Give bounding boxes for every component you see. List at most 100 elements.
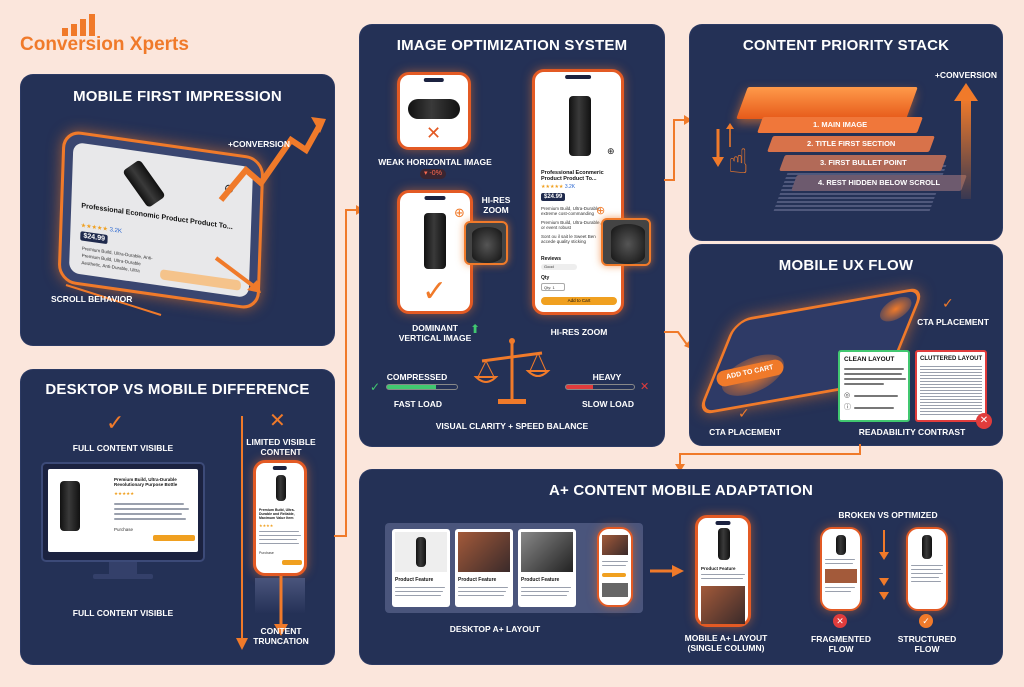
price-tag: $24.99 [80, 231, 109, 245]
detail-phone: ⊕ Professional Econmeric Product Product… [532, 69, 624, 315]
check-icon: ✓ [370, 380, 381, 394]
scroll-arrows [712, 123, 734, 167]
conversion-up-arrow [954, 83, 978, 199]
buy-button[interactable] [153, 535, 195, 541]
compressed-bar [386, 384, 458, 390]
scroll-line [65, 284, 162, 316]
cta-bottom-label: CTA PLACEMENT [709, 427, 781, 437]
brand-logo: Conversion Xperts [20, 14, 200, 60]
hires-zoom-side: HI-RES ZOOM [481, 195, 511, 215]
settings-icon: ◎ [844, 391, 851, 399]
hires-zoom-bottom: HI-RES ZOOM [550, 327, 608, 337]
panel-priority-stack: CONTENT PRIORITY STACK 1. MAIN IMAGE 2. … [690, 25, 1002, 240]
cta-right-label: CTA PLACEMENT [917, 317, 989, 327]
scroll-label: SCROLL BEHAVIOR [51, 294, 133, 304]
heavy-bar [565, 384, 635, 390]
weak-pct-badge: ▾ -0% [420, 169, 446, 179]
connector-bottom [675, 444, 861, 472]
priority-layer [736, 87, 918, 119]
clean-title: CLEAN LAYOUT [844, 356, 895, 363]
heavy-label: HEAVY [592, 372, 622, 382]
product-image [276, 475, 286, 501]
slow-label: SLOW LOAD [582, 399, 634, 409]
weak-image-phone: ✕ [397, 72, 471, 150]
monitor-stand [109, 562, 137, 574]
feature-card: Product Feature [455, 529, 513, 607]
brand-name: Conversion Xperts [20, 34, 189, 55]
priority-layer-4: 4. REST HIDDEN BELOW SCROLL [791, 175, 967, 191]
desktop-monitor: Premium Build, Ultra-Durable Revolutiona… [41, 462, 205, 562]
dominant-label: DOMINANT VERTICAL IMAGE [398, 323, 472, 343]
panel-title: MOBILE FIRST IMPRESSION [73, 88, 282, 105]
horizontal-product-image [408, 99, 460, 119]
cross-icon: ✕ [426, 123, 442, 144]
check-icon: ✓ [106, 411, 125, 436]
check-icon: ✓ [422, 274, 448, 309]
structured-label: STRUCTURED FLOW [897, 634, 957, 654]
truncation-label: CONTENT TRUNCATION [253, 626, 309, 646]
panel-title: IMAGE OPTIMIZATION SYSTEM [396, 37, 628, 54]
check-icon: ✓ [738, 406, 750, 422]
reviews-label: Reviews [541, 256, 562, 262]
clean-layout-card: CLEAN LAYOUT ◎ ⓘ [838, 350, 910, 422]
limited-label: LIMITED VISIBLE CONTENT [246, 437, 316, 457]
panel-aplus: A+ CONTENT MOBILE ADAPTATION Product Fea… [360, 470, 1002, 664]
fragmented-label: FRAGMENTED FLOW [811, 634, 871, 654]
purchase-label: Purchase [114, 527, 134, 532]
buy-button[interactable] [282, 560, 302, 565]
error-badge: ✕ [833, 614, 847, 628]
desktop-aplus-label: DESKTOP A+ LAYOUT [449, 624, 541, 634]
purchase-label: Purchase [259, 551, 274, 555]
balance-scale-icon [473, 338, 551, 404]
broken-vs-optimized-label: BROKEN VS OPTIMIZED [838, 510, 938, 520]
error-badge: ✕ [976, 413, 992, 429]
up-arrow-icon: ⬆ [470, 322, 481, 336]
check-badge: ✓ [919, 614, 933, 628]
hand-pointer-icon: ☝ [728, 142, 749, 182]
divider-arrow [236, 416, 248, 650]
cluttered-title: CLUTTERED LAYOUT [920, 356, 983, 362]
mobile-phone: Premium Build, Ultra-Durable and Reliabl… [253, 460, 307, 576]
info-icon: ⓘ [844, 403, 851, 411]
cluttered-layout-card: CLUTTERED LAYOUT [915, 350, 987, 422]
structured-phone [906, 527, 948, 611]
check-icon: ✓ [942, 296, 954, 312]
conversion-arrow [218, 117, 326, 202]
panel-title: MOBILE UX FLOW [778, 257, 914, 274]
down-arrows [879, 530, 889, 600]
truncation-arrow [274, 576, 288, 636]
qty-select[interactable]: Qty: 1 [541, 283, 565, 291]
product-image [122, 159, 166, 209]
bullet: Premium Build, Ultra-Durable extreme cos… [541, 206, 600, 216]
zoom-thumb [464, 221, 508, 265]
fragmented-phone [820, 527, 862, 611]
panel-title: CONTENT PRIORITY STACK [742, 37, 950, 54]
readability-label: READABILITY CONTRAST [858, 427, 966, 437]
full-content-bottom: FULL CONTENT VISIBLE [72, 608, 174, 618]
balance-label: VISUAL CLARITY + SPEED BALANCE [435, 421, 589, 431]
cross-icon: ✕ [269, 408, 286, 432]
rating: ★★★★★ 3.2K [541, 184, 576, 190]
zoom-icon: ⊕ [454, 206, 465, 221]
product-title: Professional Econmeric Product Product T… [541, 170, 604, 182]
product-image [60, 481, 80, 531]
add-to-cart-button[interactable]: Add to Cart [541, 297, 617, 305]
price-tag: $24.99 [541, 193, 566, 201]
bullet: Premium Build, Ultra-Durable, or event r… [541, 220, 601, 230]
zoom-icon: ⊕ [607, 147, 615, 157]
full-content-top: FULL CONTENT VISIBLE [72, 443, 174, 453]
zoom-icon: ⊕ [596, 204, 606, 217]
priority-layer-1: 1. MAIN IMAGE [757, 117, 923, 133]
qty-label: Qty [541, 275, 550, 281]
conversion-label: +CONVERSION [227, 139, 291, 149]
connector-top [664, 115, 692, 181]
flow-arrow [650, 565, 684, 577]
panel-ux-flow: MOBILE UX FLOW ADD TO CART ✓ CTA PLACEME… [690, 245, 1002, 445]
panel-image-optimization: IMAGE OPTIMIZATION SYSTEM ✕ WEAK HORIZON… [360, 25, 664, 446]
monitor-base [93, 574, 153, 579]
vertical-product-image [424, 213, 446, 269]
mobile-aplus-label: MOBILE A+ LAYOUT (SINGLE COLUMN) [684, 633, 768, 653]
panel-title: DESKTOP VS MOBILE DIFFERENCE [45, 381, 310, 398]
desk-product-title: Premium Build, Ultra-Durable Revolutiona… [114, 477, 178, 487]
panel-mobile-first: MOBILE FIRST IMPRESSION ⊕ Professional E… [21, 75, 334, 345]
